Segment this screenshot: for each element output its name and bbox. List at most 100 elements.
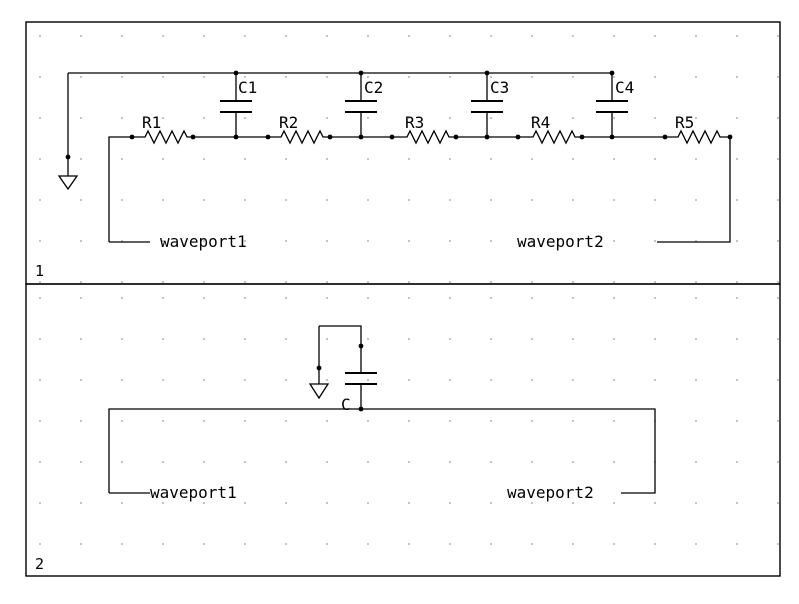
grid-dot	[367, 199, 369, 201]
grid-dot	[367, 35, 369, 37]
grid-dot	[367, 76, 369, 78]
grid-dot	[613, 281, 615, 283]
grid-dot	[777, 543, 779, 545]
grid-dot	[80, 199, 82, 201]
grid-dot	[654, 35, 656, 37]
port-label-waveport1[interactable]: waveport1	[160, 232, 247, 251]
ground-loop-wire[interactable]	[319, 325, 362, 346]
grid-dot	[285, 240, 287, 242]
right-wire[interactable]	[657, 137, 731, 243]
grid-dot	[367, 543, 369, 545]
grid-dot	[613, 35, 615, 37]
grid-dot	[80, 543, 82, 545]
grid-dot	[39, 281, 41, 283]
junction-dot-icon	[65, 70, 733, 160]
capacitor-c4[interactable]: C4	[596, 73, 634, 137]
grid-dot	[654, 297, 656, 299]
grid-dot	[736, 117, 738, 119]
grid-dot	[736, 297, 738, 299]
resistor-r1[interactable]: R1	[132, 113, 193, 145]
port-label-waveport2[interactable]: waveport2	[507, 483, 594, 502]
capacitor-label: C2	[364, 78, 383, 97]
grid-dot	[531, 281, 533, 283]
grid-dot	[80, 35, 82, 37]
grid-dot	[39, 76, 41, 78]
grid-dot	[777, 117, 779, 119]
resistor-icon	[665, 129, 730, 145]
grid-dot	[244, 297, 246, 299]
capacitor-c3[interactable]: C3	[471, 73, 509, 137]
grid-dot	[654, 281, 656, 283]
resistor-icon	[518, 129, 582, 145]
grid-dot	[449, 35, 451, 37]
resistor-r4[interactable]: R4	[518, 113, 582, 145]
grid-dot	[244, 35, 246, 37]
grid-dot	[244, 76, 246, 78]
grid-dot	[613, 117, 615, 119]
grid-dot	[285, 297, 287, 299]
grid-dot	[695, 281, 697, 283]
grid-dot	[613, 199, 615, 201]
grid-dot	[449, 158, 451, 160]
grid-dot	[121, 543, 123, 545]
grid-dot	[244, 338, 246, 340]
capacitor-icon	[220, 73, 252, 137]
grid-dot	[777, 281, 779, 283]
sheet-2[interactable]: 2 C waveport1 waveport2	[25, 283, 781, 577]
left-wire[interactable]	[108, 136, 132, 242]
grid-dot	[695, 338, 697, 340]
grid-dot	[572, 35, 574, 37]
grid-dot	[572, 281, 574, 283]
grid-dot	[531, 543, 533, 545]
grid-dot	[777, 240, 779, 242]
grid-dot	[203, 297, 205, 299]
grid-dot	[39, 420, 41, 422]
grid-dot	[449, 379, 451, 381]
grid-dot	[39, 379, 41, 381]
grid-dot	[695, 502, 697, 504]
resistor-r5[interactable]: R5	[665, 113, 730, 145]
capacitor-icon	[596, 73, 628, 137]
port-label-waveport2[interactable]: waveport2	[517, 232, 604, 251]
grid-dot	[367, 379, 369, 381]
capacitor-c2[interactable]: C2	[345, 73, 383, 137]
grid-dot	[449, 420, 451, 422]
grid-dot	[244, 281, 246, 283]
grid-dot	[408, 379, 410, 381]
grid-dot	[326, 502, 328, 504]
grid-dot	[572, 297, 574, 299]
grid-dot	[285, 420, 287, 422]
port-label-waveport1[interactable]: waveport1	[150, 483, 237, 502]
grid-dot	[121, 199, 123, 201]
capacitor-label: C1	[238, 78, 257, 97]
grid-dot	[777, 502, 779, 504]
ground-symbol-icon[interactable]	[308, 368, 330, 400]
grid-dot	[326, 199, 328, 201]
grid-dot	[490, 240, 492, 242]
grid-dot	[162, 543, 164, 545]
sheet-1[interactable]: 1 R1 R2 R3 R4	[25, 21, 781, 285]
resistor-r3[interactable]: R3	[392, 113, 456, 145]
grid-dot	[449, 338, 451, 340]
grid-dot	[531, 240, 533, 242]
grid-dot	[408, 117, 410, 119]
signal-loop-wire[interactable]	[108, 408, 656, 494]
resistor-r2[interactable]: R2	[268, 113, 330, 145]
grid-dot	[449, 199, 451, 201]
grid-dot	[203, 281, 205, 283]
ground-symbol-icon[interactable]	[57, 157, 79, 191]
grid-dot	[285, 338, 287, 340]
grid-dot	[736, 240, 738, 242]
grid-dot	[203, 543, 205, 545]
grid-dot	[736, 502, 738, 504]
grid-dot	[777, 199, 779, 201]
grid-dot	[80, 240, 82, 242]
grid-dot	[285, 199, 287, 201]
capacitor-c1[interactable]: C1	[220, 73, 257, 137]
grid-dot	[80, 379, 82, 381]
grid-dot	[490, 297, 492, 299]
grid-dot	[80, 76, 82, 78]
grid-dot	[326, 543, 328, 545]
capacitor-c[interactable]: C	[341, 346, 377, 414]
